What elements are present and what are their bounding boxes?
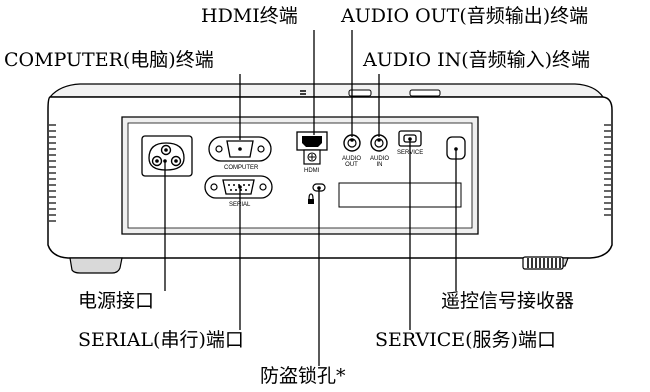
projector-top-edge bbox=[48, 83, 605, 98]
adjuster-foot bbox=[522, 256, 564, 270]
lock-callout: 防盗锁孔* bbox=[260, 365, 346, 387]
leader-lines bbox=[164, 30, 457, 366]
serial-callout: SERIAL(串行)端口 bbox=[78, 329, 244, 351]
audio-out-callout: AUDIO OUT(音频输出)终端 bbox=[341, 5, 589, 27]
power-callout: 电源接口 bbox=[78, 290, 155, 312]
computer-callout: COMPUTER(电脑)终端 bbox=[4, 49, 214, 71]
audio-in-port-label: AUDIO IN bbox=[370, 156, 390, 168]
audio-out-jack bbox=[343, 134, 361, 152]
audio-in-callout: AUDIO IN(音频输入)终端 bbox=[363, 49, 591, 71]
serial-port-label: SERIAL bbox=[229, 202, 251, 208]
top-button-left bbox=[348, 89, 372, 97]
audio-out-port-label: AUDIO OUT bbox=[342, 156, 362, 168]
right-vents bbox=[604, 124, 611, 216]
hdmi-port bbox=[296, 131, 328, 165]
left-vents bbox=[49, 124, 56, 222]
top-button-right bbox=[409, 89, 441, 97]
service-callout: SERVICE(服务)端口 bbox=[375, 329, 556, 351]
left-foot bbox=[69, 257, 123, 274]
audio-in-jack bbox=[370, 134, 388, 152]
computer-port-label: COMPUTER bbox=[224, 165, 259, 171]
remote-callout: 遥控信号接收器 bbox=[441, 290, 575, 312]
service-port-label: SERVICE bbox=[397, 150, 424, 156]
power-inlet bbox=[141, 135, 193, 177]
hdmi-callout: HDMI终端 bbox=[201, 5, 298, 27]
hdmi-port-label: HDMI bbox=[304, 168, 320, 174]
label-plate bbox=[338, 182, 462, 208]
